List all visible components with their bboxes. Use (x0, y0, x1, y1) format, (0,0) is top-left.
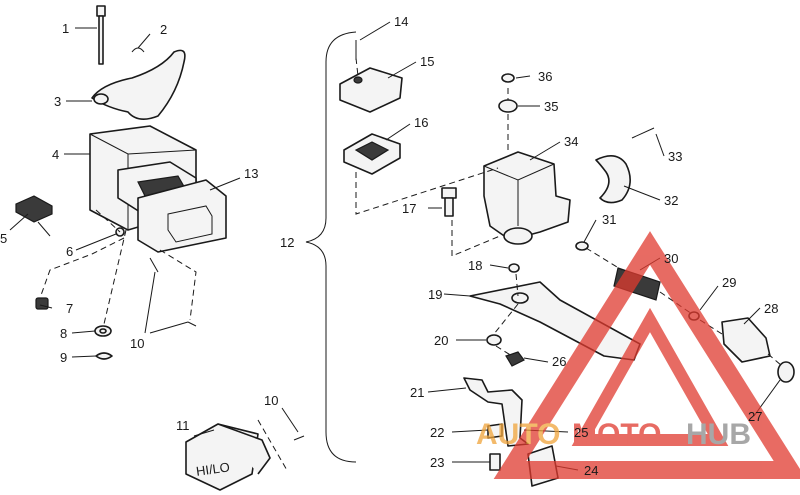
switch-plate (137, 179, 227, 253)
callout-11: 11 (176, 418, 190, 433)
callout-13: 13 (244, 166, 258, 181)
small-washer (501, 73, 515, 83)
callout-28: 28 (764, 301, 778, 316)
callout-25: 25 (574, 425, 588, 440)
callout-21: 21 (410, 385, 424, 400)
callout-32: 32 (664, 193, 678, 208)
callout-5: 5 (0, 231, 7, 246)
callout-6: 6 (66, 244, 73, 259)
callout-7: 7 (66, 301, 73, 316)
nut-26 (505, 351, 525, 367)
callout-29: 29 (722, 275, 736, 290)
bushing (508, 263, 520, 273)
reservoir-cap (339, 67, 403, 113)
callout-36: 36 (538, 69, 552, 84)
lever-pivot (93, 93, 109, 105)
callout-35: 35 (544, 99, 558, 114)
clip (131, 47, 145, 53)
left-assembly (9, 5, 241, 360)
screw-22 (487, 423, 503, 439)
right-assembly (339, 21, 795, 487)
callout-34: 34 (564, 134, 578, 149)
watermark-triangle (493, 231, 800, 479)
watermark-auto: AUTO (476, 418, 560, 451)
clip-ring (95, 352, 113, 360)
callout-2: 2 (160, 22, 167, 37)
hi-lo-switch: HI/LO (185, 407, 305, 491)
group-bracket (305, 31, 357, 463)
brake-lever-handle (91, 49, 186, 120)
washer-31 (575, 241, 589, 251)
callout-16: 16 (414, 115, 428, 130)
callout-33: 33 (668, 149, 682, 164)
spacer (486, 334, 502, 346)
bolt-shaft (98, 15, 104, 65)
pivot-bolt-head (441, 187, 457, 199)
callout-26: 26 (552, 354, 566, 369)
callout-12: 12 (280, 235, 294, 250)
callout-31: 31 (602, 212, 616, 227)
piston (721, 317, 771, 363)
callout-4: 4 (52, 147, 59, 162)
callout-labels: 1 2 3 4 5 6 7 8 9 10 10 11 12 13 14 15 1… (0, 14, 778, 478)
o-ring (777, 361, 795, 383)
watermark: AUTO MOTO HUB (476, 231, 800, 479)
callout-9: 9 (60, 350, 67, 365)
callout-23: 23 (430, 455, 444, 470)
callout-3: 3 (54, 94, 61, 109)
callout-20: 20 (434, 333, 448, 348)
screw-block (15, 195, 53, 223)
nut (35, 297, 49, 310)
callout-18: 18 (468, 258, 482, 273)
callout-10-upper: 10 (130, 336, 144, 351)
callout-8: 8 (60, 326, 67, 341)
callout-10-lower: 10 (264, 393, 278, 408)
callout-27: 27 (748, 409, 762, 424)
seal (498, 99, 518, 113)
bolt-head (96, 5, 106, 17)
callout-19: 19 (428, 287, 442, 302)
callout-14: 14 (394, 14, 408, 29)
watermark-moto: MOTO (572, 418, 661, 451)
watermark-hub: HUB (686, 418, 751, 451)
callout-22: 22 (430, 425, 444, 440)
callout-15: 15 (420, 54, 434, 69)
callout-30: 30 (664, 251, 678, 266)
callout-17: 17 (402, 201, 416, 216)
switch-label: HI/LO (195, 459, 231, 479)
callout-1: 1 (62, 21, 69, 36)
clamp (595, 155, 631, 204)
master-cylinder (483, 151, 571, 241)
callout-24: 24 (584, 463, 598, 478)
screw-23 (489, 453, 501, 471)
